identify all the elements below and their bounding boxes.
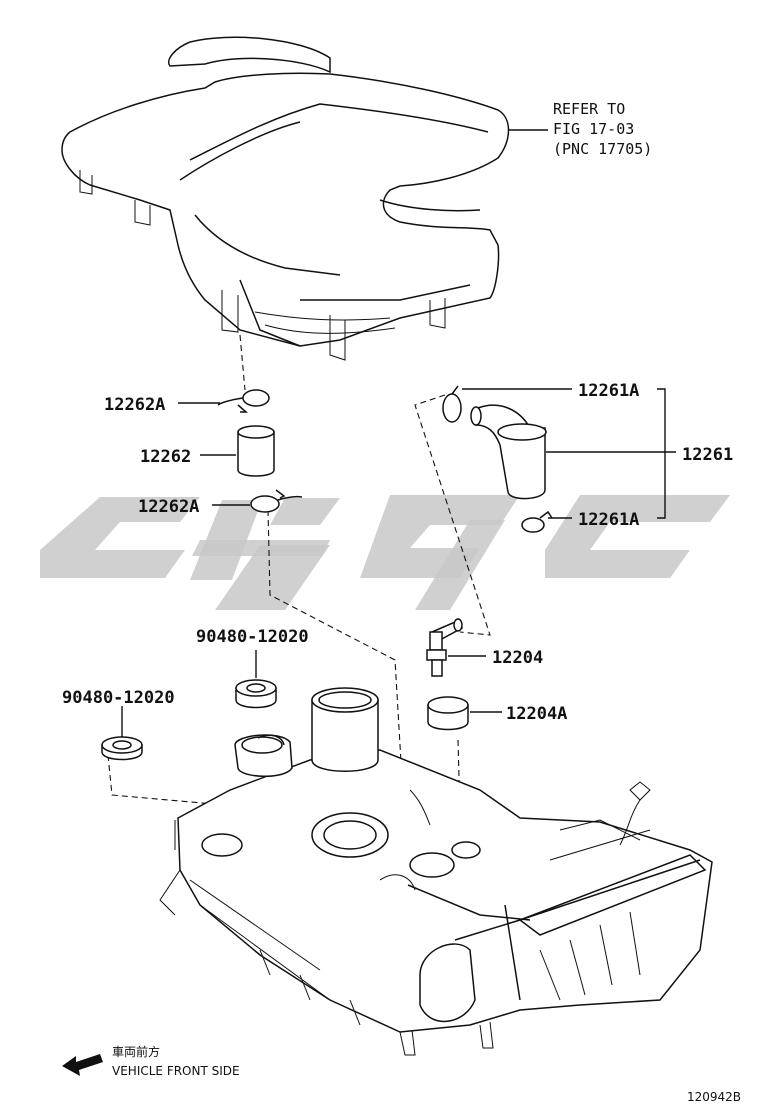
pcv-valve — [426, 618, 464, 677]
label-clamp-top-right: 12261A — [578, 381, 639, 401]
reference-line1: REFER TO — [553, 100, 625, 118]
grommet-left — [101, 736, 143, 761]
bracket-12261 — [657, 388, 666, 519]
clamp-bottom-right — [521, 510, 553, 533]
watermark-logo — [40, 495, 730, 610]
orientation-japanese: 車両前方 — [112, 1044, 160, 1059]
label-pcv-valve: 12204 — [492, 648, 543, 668]
label-hose: 12262 — [140, 447, 191, 467]
label-hose-clamp-lower: 12262A — [138, 497, 199, 517]
reference-line3: (PNC 17705) — [553, 140, 652, 158]
hose-short — [237, 425, 275, 477]
hose-clamp-lower — [250, 489, 303, 513]
orientation-english: VEHICLE FRONT SIDE — [112, 1064, 240, 1078]
air-cleaner-case — [159, 687, 713, 1056]
figure-code: 120942B — [687, 1090, 741, 1104]
label-pcv-grommet: 12204A — [506, 704, 567, 724]
ventilation-hose — [470, 404, 547, 500]
label-grommet-center: 90480-12020 — [196, 627, 309, 647]
arrow-left-icon — [62, 1054, 103, 1076]
grommet-center — [235, 679, 277, 709]
label-grommet-left: 90480-12020 — [62, 688, 175, 708]
reference-line2: FIG 17-03 — [553, 120, 634, 138]
air-cleaner-cover — [61, 36, 510, 361]
label-ventilation-hose: 12261 — [682, 445, 733, 465]
hose-clamp-upper — [217, 389, 270, 413]
clamp-top-right — [442, 385, 462, 423]
label-hose-clamp-upper: 12262A — [104, 395, 165, 415]
pcv-grommet — [427, 696, 469, 731]
label-clamp-bottom-right: 12261A — [578, 510, 639, 530]
